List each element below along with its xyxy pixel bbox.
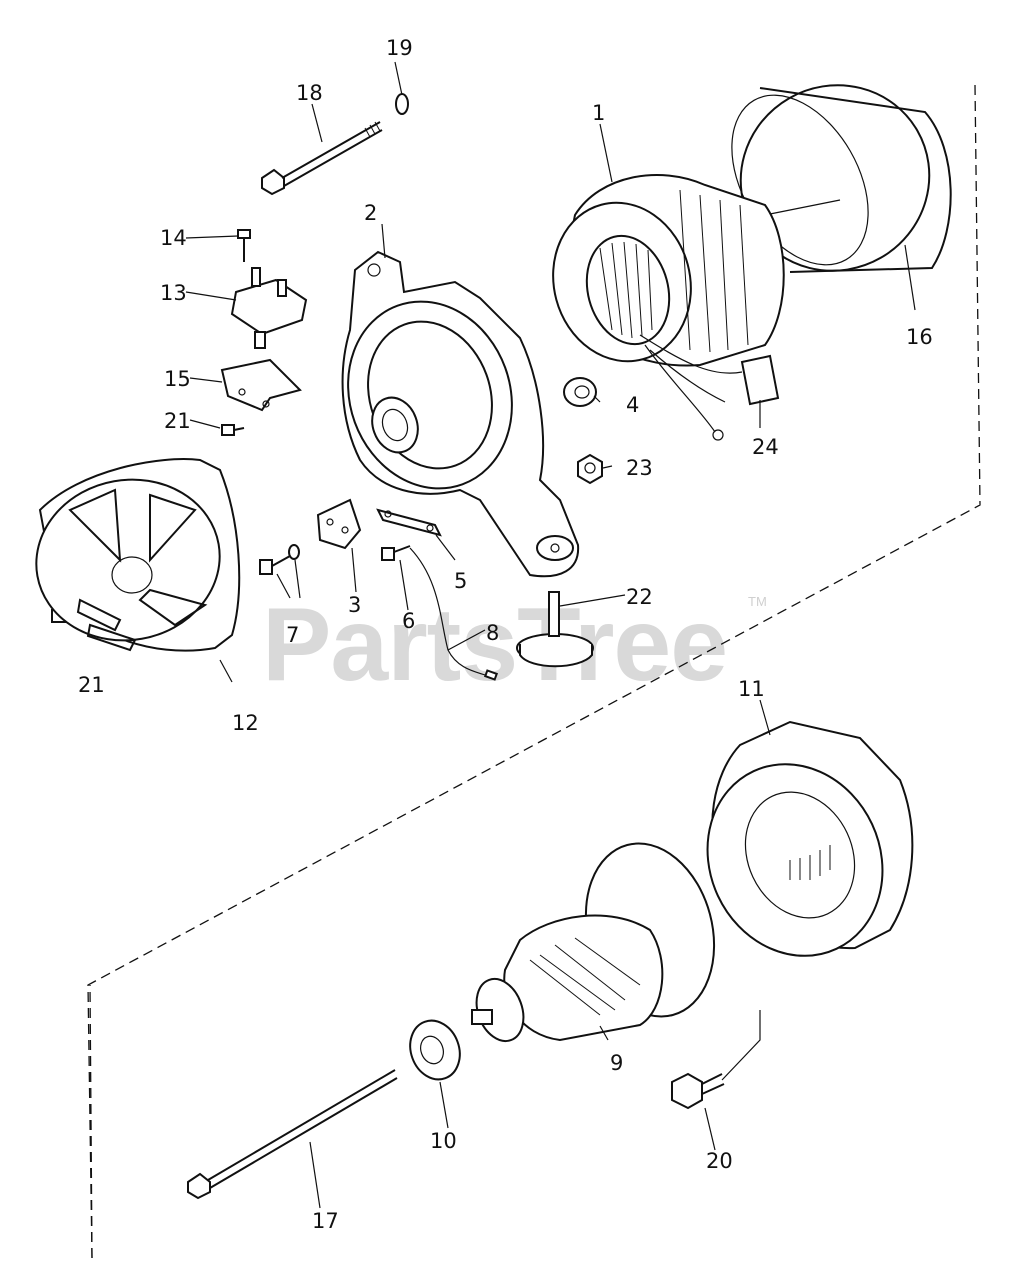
callout-24: 24 xyxy=(752,435,779,459)
part-3-terminal xyxy=(316,498,362,550)
part-24-connector xyxy=(740,354,780,406)
callout-8: 8 xyxy=(486,621,499,645)
callout-labels: 19 18 2 1 14 13 15 21 16 4 24 23 5 3 22 … xyxy=(78,36,933,1233)
callout-13: 13 xyxy=(160,281,187,305)
part-9-rotor xyxy=(471,842,716,1042)
watermark-trademark: TM xyxy=(748,594,767,609)
part-4-grommet xyxy=(563,377,597,407)
callout-4: 4 xyxy=(626,393,639,417)
callout-19: 19 xyxy=(386,36,413,60)
part-13-regulator xyxy=(230,267,308,349)
callout-18: 18 xyxy=(296,81,323,105)
leader-lines xyxy=(185,61,916,1209)
part-6-screw xyxy=(381,545,411,561)
callout-22: 22 xyxy=(626,585,653,609)
part-17-long-bolt xyxy=(187,1069,398,1200)
callout-15: 15 xyxy=(164,367,191,391)
callout-14: 14 xyxy=(160,226,187,250)
outline-left xyxy=(89,984,93,1259)
callout-9: 9 xyxy=(610,1051,623,1075)
part-19-washer xyxy=(395,93,409,115)
part-10-bearing xyxy=(409,1019,461,1081)
callout-16: 16 xyxy=(906,325,933,349)
part-18-bolt xyxy=(261,121,383,196)
callout-20: 20 xyxy=(706,1149,733,1173)
callout-23: 23 xyxy=(626,456,653,480)
callout-7: 7 xyxy=(286,623,299,647)
part-8-ground-wire xyxy=(409,547,499,681)
part-14-screw xyxy=(237,229,251,262)
part-23-nut xyxy=(577,453,603,485)
watermark: PartsTree TM xyxy=(262,587,767,703)
watermark-brand: PartsTree xyxy=(262,587,727,703)
part-20-bolt xyxy=(671,1072,725,1110)
part-7-screw-washer xyxy=(259,544,300,575)
callout-2: 2 xyxy=(364,201,377,225)
callout-5: 5 xyxy=(454,569,467,593)
part-21-screw-upper xyxy=(221,424,245,436)
part-22-foot xyxy=(516,591,594,668)
callout-10: 10 xyxy=(430,1129,457,1153)
callout-21-upper: 21 xyxy=(164,409,191,433)
part-2-bracket xyxy=(341,250,580,578)
callout-12: 12 xyxy=(232,711,259,735)
part-12-fan-cover xyxy=(35,458,241,652)
assembly-outline xyxy=(87,84,981,1259)
part-15-plate xyxy=(220,358,302,412)
callout-21-lower: 21 xyxy=(78,673,105,697)
outline-right-lower xyxy=(87,84,981,1259)
part-1-stator xyxy=(552,174,785,441)
callout-6: 6 xyxy=(402,609,415,633)
callout-3: 3 xyxy=(348,593,361,617)
part-5-strap xyxy=(376,508,442,537)
callout-11: 11 xyxy=(738,677,765,701)
part-11-rear-housing xyxy=(706,720,914,957)
callout-1: 1 xyxy=(592,101,605,125)
callout-17: 17 xyxy=(312,1209,339,1233)
